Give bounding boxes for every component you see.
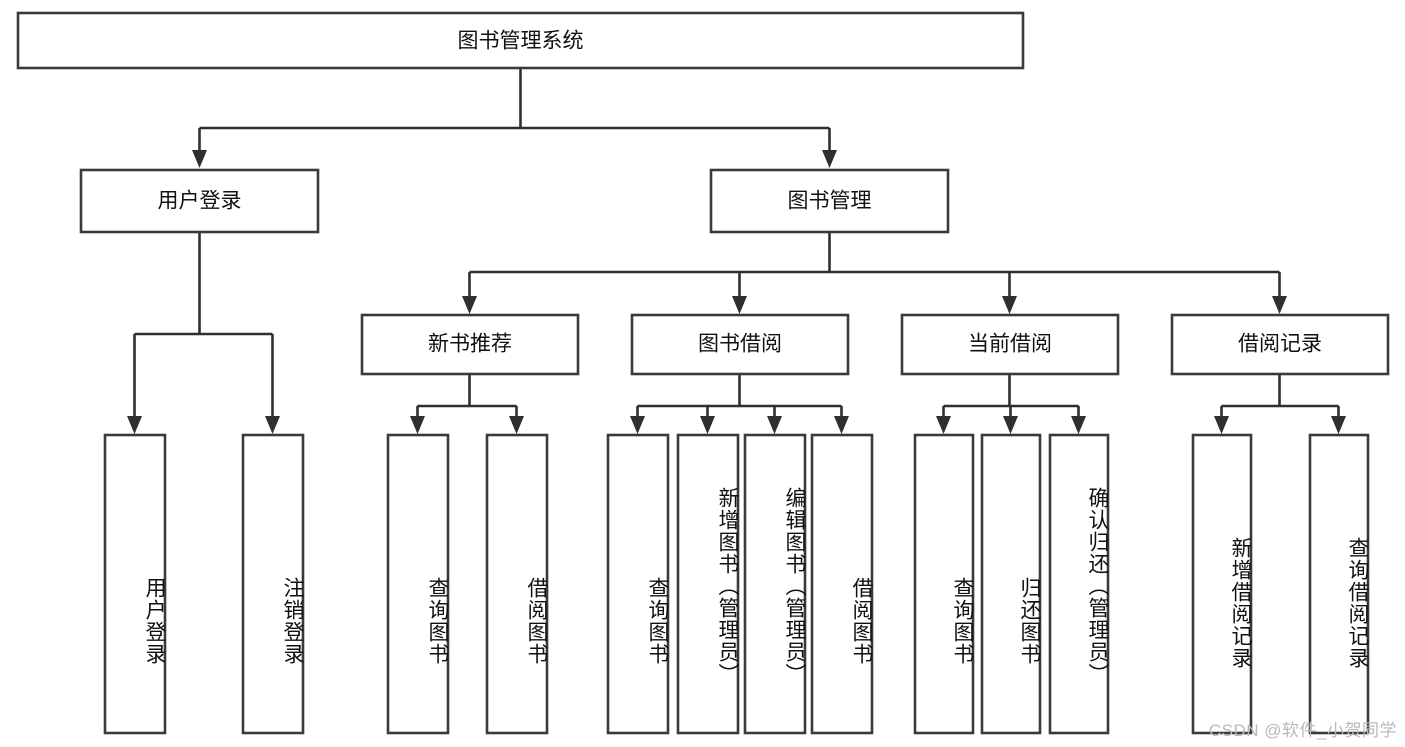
- root-box[interactable]: [16, 11, 1025, 70]
- book-borrow-box[interactable]: [630, 313, 850, 376]
- root-label: 图书管理系统: [458, 30, 584, 53]
- edges-user-login-to-leaves: [127, 232, 280, 434]
- leaf-box-add-book-admin[interactable]: [676, 433, 740, 735]
- edges-root-to-level1: [192, 68, 837, 168]
- leaf-box-borrow-book-bb[interactable]: [810, 433, 874, 735]
- leaf-box-query-book-nbr[interactable]: [386, 433, 450, 735]
- node-level1-user-login[interactable]: 用户登录: [79, 168, 320, 234]
- node-level2-borrow-record[interactable]: 借阅记录: [1170, 313, 1390, 376]
- arrowhead-book-mgmt: [822, 150, 837, 168]
- leaf-box-edit-book-admin[interactable]: [743, 433, 807, 735]
- borrow-record-box[interactable]: [1170, 313, 1390, 376]
- leaf-boxes: [103, 433, 1370, 735]
- edges-book-borrow-to-leaves: [630, 374, 849, 434]
- leaf-box-query-book-bb[interactable]: [606, 433, 670, 735]
- node-level2-new-book-recommend[interactable]: 新书推荐: [360, 313, 580, 376]
- arrowhead-user-login: [192, 150, 207, 168]
- leaf-box-logout[interactable]: [241, 433, 305, 735]
- arrowhead-current-borrow: [1002, 296, 1017, 314]
- user-login-label: 用户登录: [158, 190, 242, 213]
- edges-borrow-record-to-leaves: [1214, 374, 1346, 434]
- borrow-record-label: 借阅记录: [1238, 333, 1322, 356]
- edges-current-borrow-to-leaves: [936, 374, 1086, 434]
- arrowhead-book-borrow: [732, 296, 747, 314]
- arrowhead-cb-leaf3: [1071, 416, 1086, 434]
- leaf-box-query-book-cb[interactable]: [913, 433, 975, 735]
- leaf-box-user-login[interactable]: [103, 433, 167, 735]
- book-management-box[interactable]: [709, 168, 950, 234]
- arrowhead-nbr-leaf2: [509, 416, 524, 434]
- edges-new-book-rec-to-leaves: [410, 374, 524, 434]
- leaf-box-query-borrow-rec[interactable]: [1308, 433, 1370, 735]
- arrowhead-bb-leaf1: [630, 416, 645, 434]
- node-level1-book-management[interactable]: 图书管理: [709, 168, 950, 234]
- arrowhead-bb-leaf2: [700, 416, 715, 434]
- new-book-recommend-box[interactable]: [360, 313, 580, 376]
- leaf-box-borrow-book-nbr[interactable]: [485, 433, 549, 735]
- arrowhead-leaf-logout: [265, 416, 280, 434]
- node-root[interactable]: 图书管理系统: [16, 11, 1025, 70]
- leaf-box-add-borrow-rec[interactable]: [1191, 433, 1253, 735]
- arrowhead-bb-leaf4: [834, 416, 849, 434]
- csdn-watermark: CSDN @软件_小贺同学: [1208, 721, 1397, 740]
- current-borrow-label: 当前借阅: [968, 333, 1052, 356]
- node-level2-current-borrow[interactable]: 当前借阅: [900, 313, 1120, 376]
- node-level2-book-borrow[interactable]: 图书借阅: [630, 313, 850, 376]
- current-borrow-box[interactable]: [900, 313, 1120, 376]
- arrowhead-br-leaf2: [1331, 416, 1346, 434]
- leaf-box-confirm-return[interactable]: [1048, 433, 1110, 735]
- new-book-recommend-label: 新书推荐: [428, 333, 512, 356]
- arrowhead-nbr-leaf1: [410, 416, 425, 434]
- edges-book-mgmt-to-level2: [462, 232, 1287, 314]
- user-login-box[interactable]: [79, 168, 320, 234]
- arrowhead-borrow-record: [1272, 296, 1287, 314]
- arrowhead-br-leaf1: [1214, 416, 1229, 434]
- book-borrow-label: 图书借阅: [698, 333, 782, 356]
- arrowhead-leaf-user-login: [127, 416, 142, 434]
- arrowhead-cb-leaf1: [936, 416, 951, 434]
- arrowhead-cb-leaf2: [1003, 416, 1018, 434]
- book-management-label: 图书管理: [788, 190, 872, 213]
- leaf-box-return-book[interactable]: [980, 433, 1042, 735]
- arrowhead-new-book-rec: [462, 296, 477, 314]
- arrowhead-bb-leaf3: [767, 416, 782, 434]
